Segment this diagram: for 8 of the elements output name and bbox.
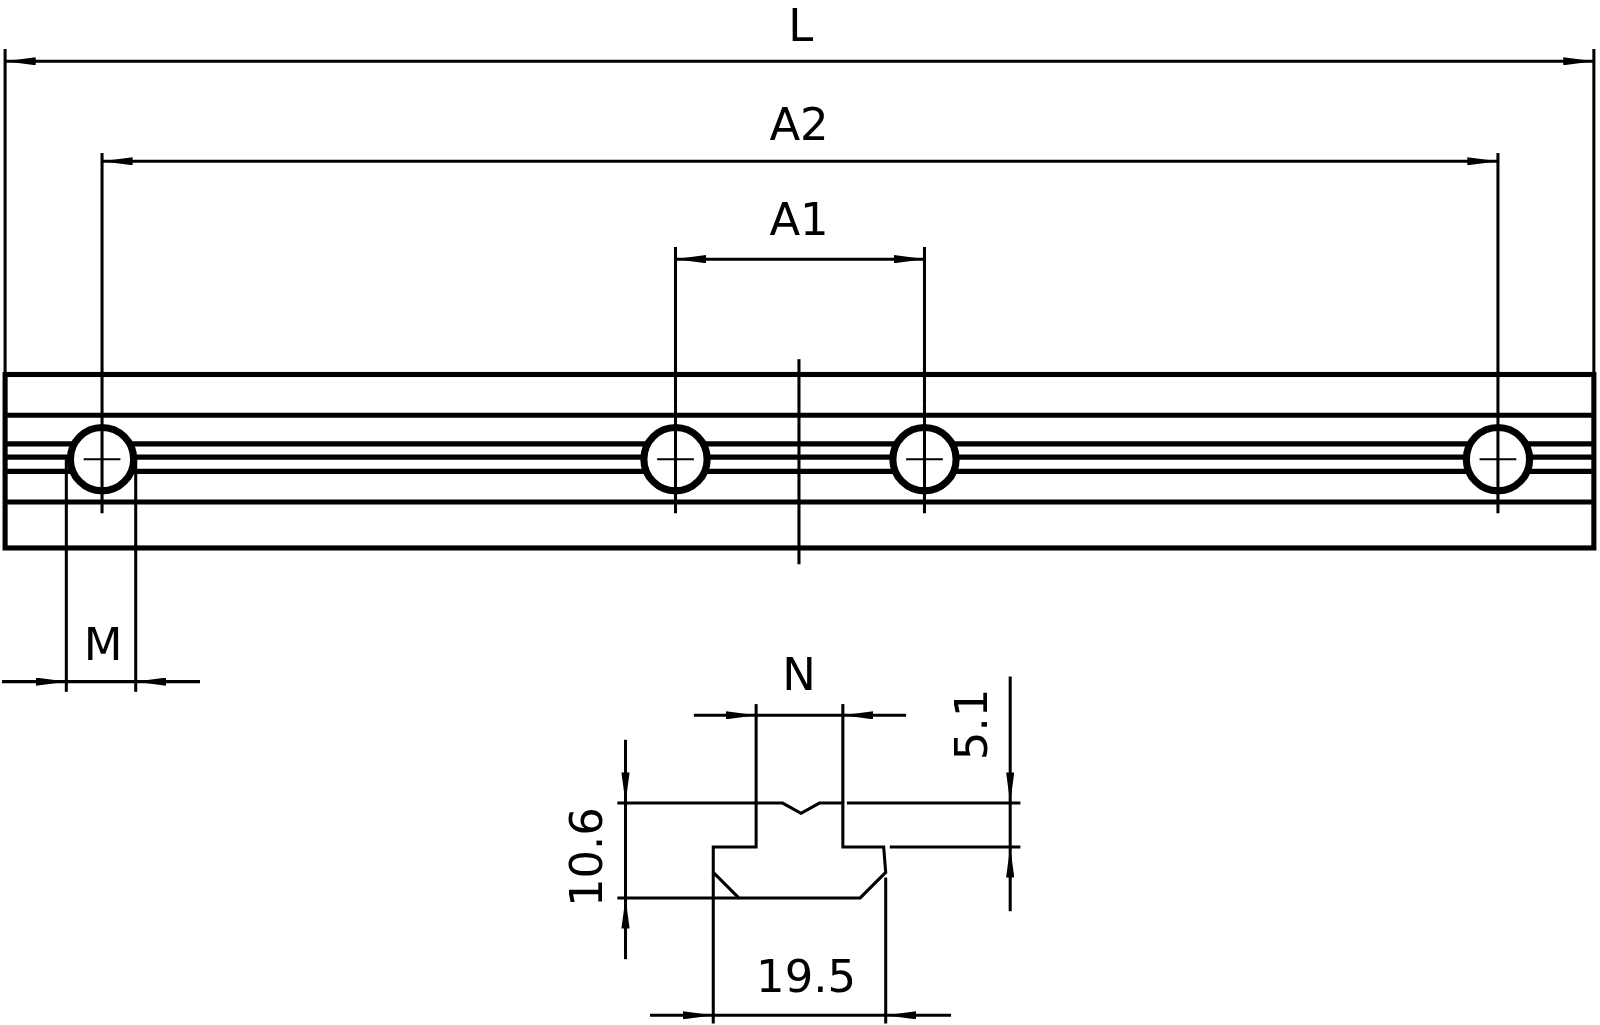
dimension-label: L [788, 3, 814, 48]
dimension-label: N [782, 652, 816, 697]
dimension-label: M [83, 622, 123, 668]
dimension-label: A2 [769, 102, 829, 147]
dimension-label: A1 [769, 196, 829, 242]
dimension-label: 19.5 [756, 954, 857, 999]
dimension-label: 10.6 [564, 807, 610, 908]
dimension-label: 5.1 [948, 688, 994, 761]
